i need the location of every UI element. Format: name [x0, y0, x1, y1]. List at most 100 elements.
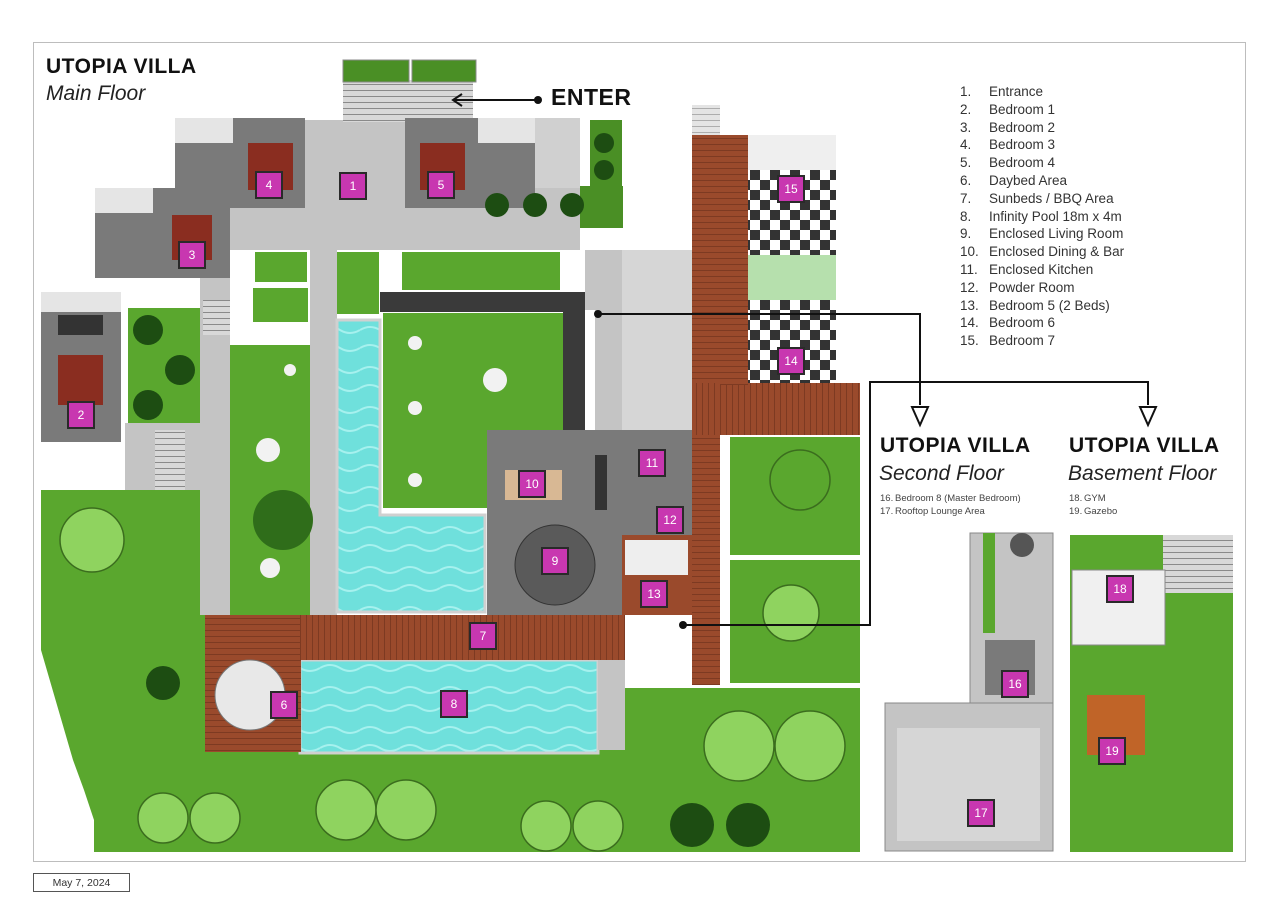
legend-number: 15.: [960, 333, 979, 349]
lawn-top-left: [255, 252, 307, 282]
room-marker-6: 6: [270, 691, 298, 719]
legend-item: 2. Bedroom 1: [960, 101, 1124, 119]
pool-edge-right: [598, 660, 625, 750]
legend-label: Bedroom 1: [989, 101, 1056, 117]
room-marker-7: 7: [469, 622, 497, 650]
enter-label: ENTER: [551, 84, 632, 110]
kitchen-counter: [595, 455, 607, 510]
legend-label: Bedroom 8 (Master Bedroom): [895, 493, 1021, 504]
legend-item: 6.Daybed Area: [960, 172, 1124, 190]
legend-item: 10. Enclosed Dining & Bar: [960, 243, 1124, 261]
legend-number: 1.: [960, 84, 972, 99]
legend-label: Daybed Area: [989, 172, 1068, 188]
room-marker-13: 13: [640, 580, 668, 608]
bedroom-7-bath: [748, 135, 836, 170]
legend-number: 11.: [960, 261, 978, 277]
room-marker-2: 2: [67, 401, 95, 429]
legend-number: 19.: [1069, 505, 1083, 517]
walk-east: [622, 250, 692, 435]
room-marker-17: 17: [967, 799, 995, 827]
legend-label: GYM: [1084, 493, 1106, 504]
legend-item: 7.Sunbeds / BBQ Area: [960, 190, 1124, 208]
sf-green-strip: [983, 533, 995, 633]
room-marker-19: 19: [1098, 737, 1126, 765]
second-floor-subtitle: Second Floor: [879, 462, 1004, 485]
entry-stairs: [343, 80, 473, 122]
room-marker-9: 9: [541, 547, 569, 575]
east-deck-h: [692, 383, 860, 435]
legend-number: 14.: [960, 315, 979, 331]
main-floor-subtitle: Main Floor: [46, 82, 146, 105]
walk-left2: [310, 250, 337, 615]
legend-item: 5. Bedroom 4: [960, 154, 1124, 172]
legend-label: Bedroom 2: [989, 119, 1056, 135]
legend-label: Enclosed Kitchen: [989, 261, 1094, 277]
legend-number: 16.: [880, 493, 894, 504]
second-floor-title: UTOPIA VILLA: [880, 434, 1031, 457]
legend-label: Powder Room: [989, 279, 1075, 295]
bedroom-4-bath: [478, 118, 538, 143]
east-deck-h2: [720, 135, 748, 385]
legend-item: 19.Gazebo: [1069, 506, 1117, 519]
legend-number: 2.: [960, 101, 972, 117]
room-marker-3: 3: [178, 241, 206, 269]
legend-label: Enclosed Living Room: [989, 226, 1124, 242]
legend-number: 5.: [960, 155, 972, 171]
room-marker-10: 10: [518, 470, 546, 498]
beds-1: [58, 355, 103, 405]
legend-number: 8.: [960, 208, 972, 224]
lawn-top-right: [402, 252, 560, 290]
legend-item: 16.Bedroom 8 (Master Bedroom): [880, 493, 1021, 506]
legend-label: Bedroom 3: [989, 137, 1056, 153]
bedroom-4-closet: [535, 118, 580, 188]
room-marker-4: 4: [255, 171, 283, 199]
date-stamp: May 7, 2024: [33, 873, 130, 892]
legend-number: 17.: [880, 505, 894, 517]
legend-number: 9.: [960, 226, 972, 242]
main-floor-legend: 1. Entrance 2. Bedroom 1 3. Bedroom 2 4. Bedroo…: [960, 83, 1124, 350]
legend-number: 10.: [960, 244, 979, 260]
lap-pool: [335, 318, 487, 614]
legend-item: 8.Infinity Pool 18m x 4m: [960, 208, 1124, 226]
room-marker-18: 18: [1106, 575, 1134, 603]
room-marker-5: 5: [427, 171, 455, 199]
planter-entry-2: [411, 59, 477, 83]
bathroom-green: [748, 255, 836, 300]
basement-floor-subtitle: Basement Floor: [1068, 462, 1217, 485]
legend-number: 4.: [960, 137, 972, 153]
legend-item: 11. Enclosed Kitchen: [960, 261, 1124, 279]
room-marker-8: 8: [440, 690, 468, 718]
side-stairs-1: [203, 300, 230, 335]
legend-number: 18.: [1069, 493, 1083, 504]
side-stairs-2: [155, 430, 185, 490]
legend-item: 13.Bedroom 5 (2 Beds): [960, 297, 1124, 315]
bedroom-2-bath: [95, 188, 153, 213]
legend-item: 4. Bedroom 3: [960, 136, 1124, 154]
legend-item: 15.Bedroom 7: [960, 332, 1124, 350]
legend-label: Rooftop Lounge Area: [895, 505, 985, 517]
connector-lines: [451, 93, 1149, 626]
stepping-stones: [256, 336, 507, 578]
legend-item: 1. Entrance: [960, 83, 1124, 101]
basement-floor-title: UTOPIA VILLA: [1069, 434, 1220, 457]
legend-label: Bedroom 4: [989, 155, 1056, 171]
bedroom-1-tub: [58, 315, 103, 335]
legend-label: Sunbeds / BBQ Area: [989, 190, 1114, 206]
living-wall-top: [380, 292, 585, 312]
bedroom-5-beds: [625, 540, 688, 575]
trees: [59, 449, 1133, 852]
main-floor-title: UTOPIA VILLA: [46, 55, 197, 78]
legend-item: 3. Bedroom 2: [960, 119, 1124, 137]
room-marker-15: 15: [777, 175, 805, 203]
planter-entry-1: [342, 59, 410, 83]
legend-label: Enclosed Dining & Bar: [989, 244, 1125, 260]
bf-stairs: [1163, 535, 1233, 593]
legend-item: 17.Rooftop Lounge Area: [880, 506, 1021, 519]
legend-label: Bedroom 6: [989, 315, 1056, 331]
legend-item: 14. Bedroom 6: [960, 314, 1124, 332]
legend-number: 3.: [960, 119, 972, 135]
legend-label: Gazebo: [1084, 505, 1118, 517]
legend-label: Entrance: [989, 84, 1044, 99]
lawn-left-2: [253, 288, 308, 322]
